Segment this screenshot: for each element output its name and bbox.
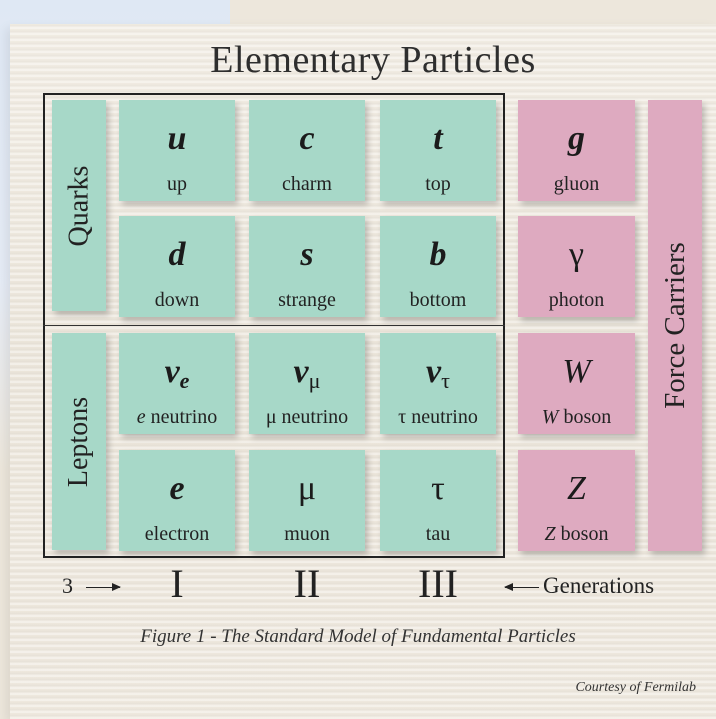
particle-name: tau [425,523,451,545]
particle-strange: s strange [249,216,365,317]
carrier-name: W boson [541,406,612,428]
carrier-name: Z boson [544,523,609,545]
particle-down: d down [119,216,235,317]
left-arrow-icon [504,583,539,591]
carrier-z-boson: Z Z boson [518,450,635,551]
particle-up: u up [119,100,235,201]
right-arrow-icon [86,583,121,591]
credit-line: Courtesy of Fermilab [575,680,696,695]
particle-charm: c charm [249,100,365,201]
particle-symbol: d [168,236,186,273]
quark-lepton-divider [43,325,505,326]
particle-symbol: ντ [426,353,450,393]
quarks-label-tile: Quarks [52,100,106,311]
particle-name: strange [278,289,336,311]
carrier-gluon: g gluon [518,100,635,201]
particle-symbol: c [299,120,315,157]
particle-electron-neutrino: νe e neutrino [119,333,235,434]
particle-electron: e electron [119,450,235,551]
generation-label-ii: II [293,561,321,606]
particle-symbol: b [429,236,447,273]
particle-name: electron [144,523,210,545]
particle-symbol: u [167,120,187,157]
particle-name: muon [284,523,330,545]
particle-tau-neutrino: ντ τ neutrino [380,333,496,434]
carrier-name: photon [548,289,605,311]
particle-muon-neutrino: νμ μ neutrino [249,333,365,434]
particle-symbol: t [433,120,443,157]
particle-name: charm [282,173,332,195]
generations-label: Generations [543,573,655,598]
particle-top: t top [380,100,496,201]
particle-symbol: νe [164,353,190,393]
particle-symbol: s [300,236,314,273]
quarks-label: Quarks [63,165,94,246]
carrier-symbol: Z [567,470,586,507]
particle-name: μ neutrino [265,406,349,428]
generation-label-iii: III [418,561,458,606]
particle-name: e neutrino [136,406,218,428]
leptons-label: Leptons [63,396,94,487]
force-carriers-label-tile: Force Carriers [648,100,702,551]
generation-label-i: I [170,561,184,606]
carrier-symbol: g [568,120,585,157]
particle-symbol: μ [297,470,317,507]
particle-symbol: τ [431,470,445,507]
particle-symbol: e [169,470,185,507]
particle-name: bottom [409,289,467,311]
particle-name: up [167,173,187,195]
carrier-w-boson: W W boson [518,333,635,434]
diagram-title: Elementary Particles [210,39,536,81]
particle-name: top [425,173,451,195]
force-carriers-label: Force Carriers [658,242,691,409]
carrier-photon: γ photon [518,216,635,317]
figure-caption: Figure 1 - The Standard Model of Fundame… [140,626,576,647]
leptons-label-tile: Leptons [52,333,106,550]
particle-tau: τ tau [380,450,496,551]
particle-symbol: νμ [293,353,321,393]
particle-name: τ neutrino [398,406,478,428]
particle-muon: μ muon [249,450,365,551]
generation-count: 3 [62,573,73,598]
carrier-symbol: γ [568,236,585,273]
carrier-name: gluon [553,173,600,195]
particle-name: down [154,289,200,311]
particle-bottom: b bottom [380,216,496,317]
carrier-symbol: W [562,353,591,390]
